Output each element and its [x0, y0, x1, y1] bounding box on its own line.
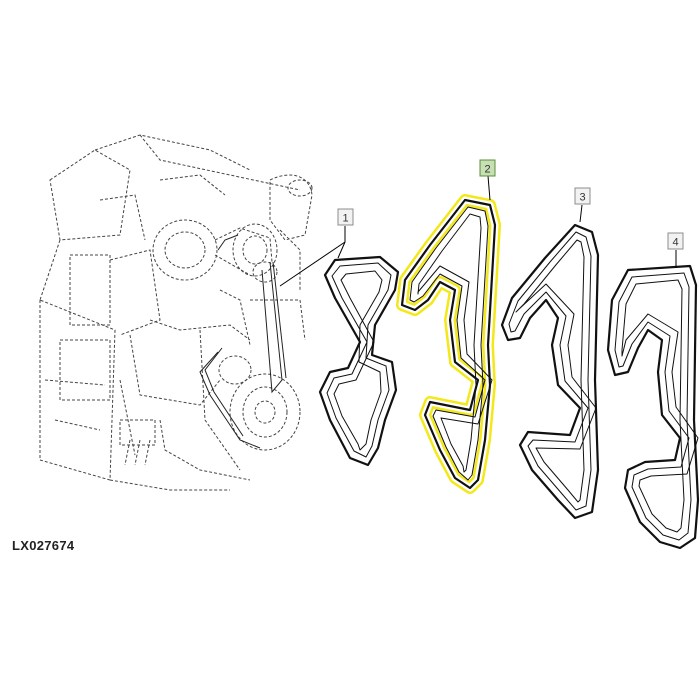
callout-leaders	[279, 175, 677, 287]
engine-illustration	[39, 134, 313, 491]
figure-reference-code: LX027674	[12, 538, 75, 553]
belt-3[interactable]	[498, 221, 602, 522]
belt-2[interactable]	[396, 194, 501, 494]
callout-1-label: 1	[342, 213, 348, 225]
callout-3[interactable]: 3	[574, 187, 591, 205]
callout-2[interactable]: 2	[479, 159, 496, 177]
callout-4-label: 4	[672, 237, 678, 249]
callout-3-label: 3	[579, 192, 585, 204]
callout-2-label: 2	[484, 164, 490, 176]
callout-4[interactable]: 4	[667, 232, 684, 250]
belt-1[interactable]	[316, 253, 402, 469]
belt-4[interactable]	[604, 262, 700, 552]
callout-1[interactable]: 1	[337, 208, 354, 226]
